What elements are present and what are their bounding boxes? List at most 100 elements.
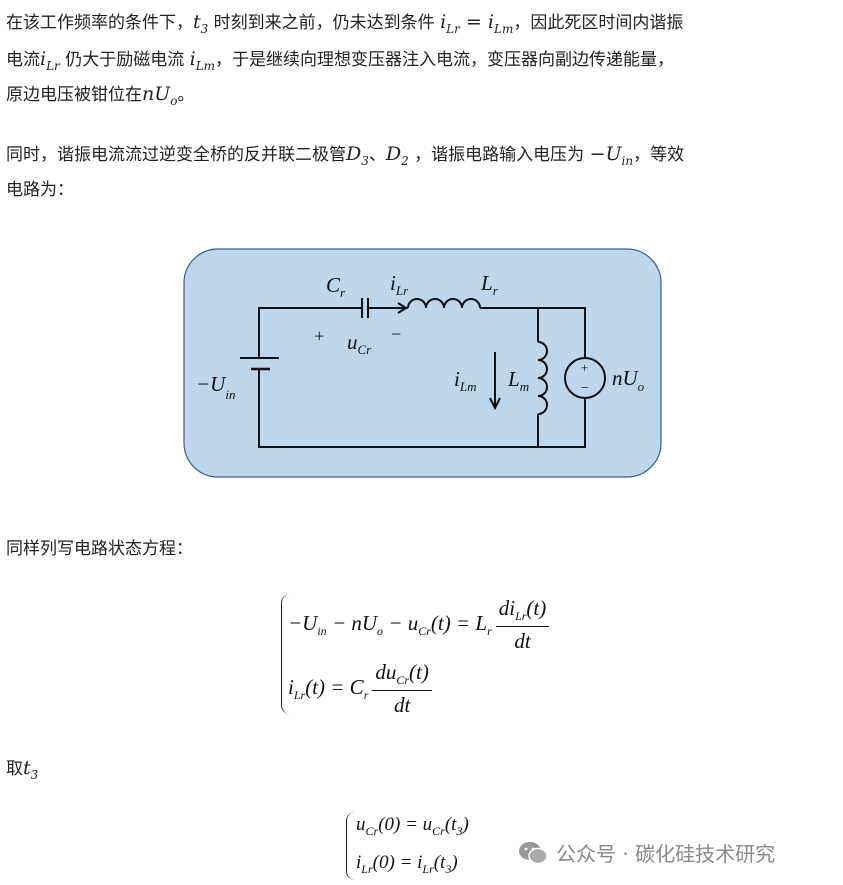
watermark: 公众号 · 碳化硅技术研究 <box>518 838 775 867</box>
para3: 同样列写电路状态方程： <box>6 539 193 559</box>
math-ilr: iLr <box>40 48 60 73</box>
text: Lr <box>395 283 409 298</box>
text: ) <box>451 852 458 873</box>
equation-brace <box>346 812 355 880</box>
text: D <box>385 143 402 165</box>
text: in <box>621 153 634 168</box>
text: Lr <box>422 861 434 876</box>
text: Lr <box>293 688 306 703</box>
text: 同时，谐振电流流过逆变全桥的反并联二极管 <box>6 145 346 165</box>
para4: 取t3 <box>6 754 38 782</box>
text: − u <box>383 610 419 635</box>
math-uin: −Uin <box>589 143 634 168</box>
text: r <box>493 283 499 298</box>
label-ucr: u <box>347 330 358 354</box>
svg-text:nUo: nUo <box>612 366 645 394</box>
text: 原边电压被钳位在 <box>6 85 142 105</box>
text: Cr <box>358 342 373 357</box>
text: Lr <box>361 861 373 876</box>
math-nuo: nUo <box>142 83 178 108</box>
text: t <box>23 757 31 779</box>
text: (0) = i <box>372 852 423 873</box>
text: D <box>346 143 362 165</box>
watermark-text: 公众号 · 碳化硅技术研究 <box>556 842 776 866</box>
text: Lr <box>446 21 460 36</box>
text: i <box>189 48 196 70</box>
equation-2-row-2: iLr(0) = iLr(t3) <box>356 852 458 877</box>
label-lr: L <box>480 271 493 295</box>
text: −U <box>288 610 318 635</box>
text: in <box>225 387 235 402</box>
text: ，等效 <box>633 145 685 165</box>
text: Lm <box>459 379 477 394</box>
para2-line1: 同时，谐振电流流过逆变全桥的反并联二极管D3、D2 ，谐振电路输入电压为 −Ui… <box>6 140 684 168</box>
math-d3: D3 <box>346 143 369 168</box>
text: 3 <box>200 21 209 36</box>
text: (t) = C <box>305 674 364 699</box>
text: ，因此死区时间内谐振 <box>513 13 684 33</box>
para1-line1: 在该工作频率的条件下，t3 时刻到来之前，仍未达到条件 iLr = iLm，因此… <box>6 8 683 36</box>
text: dt <box>514 629 531 654</box>
text: 电流 <box>6 50 40 70</box>
svg-text:−Uin: −Uin <box>196 372 235 402</box>
text: i <box>440 11 447 33</box>
para1-line3: 原边电压被钳位在nUo。 <box>6 80 194 108</box>
text: (t) = L <box>430 610 488 635</box>
current-arrow-ilm <box>489 352 501 411</box>
math-ilm: iLm <box>189 48 215 73</box>
math-t3: t3 <box>193 11 209 36</box>
label-cr: C <box>326 273 341 297</box>
wechat-icon <box>519 841 548 864</box>
svg-text:uCr: uCr <box>347 330 372 357</box>
text: r <box>487 624 492 639</box>
text: u <box>356 814 366 835</box>
label-uin: −U <box>196 372 227 396</box>
text: 、 <box>368 145 386 165</box>
label-lm: L <box>507 367 520 391</box>
label-ilr: i <box>390 271 396 295</box>
text: 取 <box>6 759 23 779</box>
text: t <box>193 11 201 33</box>
text: 。 <box>177 85 195 105</box>
text: du <box>375 660 397 684</box>
text: Cr <box>365 823 379 838</box>
svg-text:Lm: Lm <box>507 367 529 394</box>
text: Lr <box>46 58 60 73</box>
para1-line2: 电流iLr 仍大于励磁电流 iLm，于是继续向理想变压器注入电流，变压器向副边传… <box>6 45 674 73</box>
text: ，于是继续向理想变压器注入电流，变压器向副边传递能量， <box>215 50 675 70</box>
text: di <box>498 596 516 620</box>
math-condition: iLr = iLm <box>440 11 514 36</box>
text: −U <box>589 143 622 165</box>
text: ) <box>462 814 469 835</box>
source-minus: − <box>580 381 589 396</box>
text: 仍大于励磁电流 <box>59 50 190 70</box>
text: 时刻到来之前，仍未达到条件 <box>208 13 441 33</box>
text: dt <box>393 693 411 718</box>
fraction: duCr(t)dt <box>372 660 432 718</box>
text: (t <box>433 852 446 873</box>
text: (t <box>444 814 457 835</box>
label-plus: + <box>313 326 325 346</box>
text: i <box>356 852 362 873</box>
text: 3 <box>361 153 369 168</box>
text: Lm <box>493 21 514 36</box>
text: o <box>638 379 645 394</box>
para2-line2: 电路为： <box>6 180 74 200</box>
text: 3 <box>30 767 39 782</box>
text: o <box>170 93 178 108</box>
svg-text:Lr: Lr <box>480 271 499 298</box>
text: Cr <box>432 823 445 838</box>
wire <box>258 307 586 448</box>
svg-text:iLm: iLm <box>454 367 476 394</box>
equation-brace <box>281 594 290 714</box>
text: i <box>288 674 294 699</box>
text: − nU <box>326 610 378 635</box>
fraction: diLr(t)dt <box>495 596 550 654</box>
text: 3 <box>445 861 452 876</box>
text: Cr <box>396 673 410 688</box>
svg-text:iLr: iLr <box>390 271 409 298</box>
text: Lr <box>515 609 527 624</box>
